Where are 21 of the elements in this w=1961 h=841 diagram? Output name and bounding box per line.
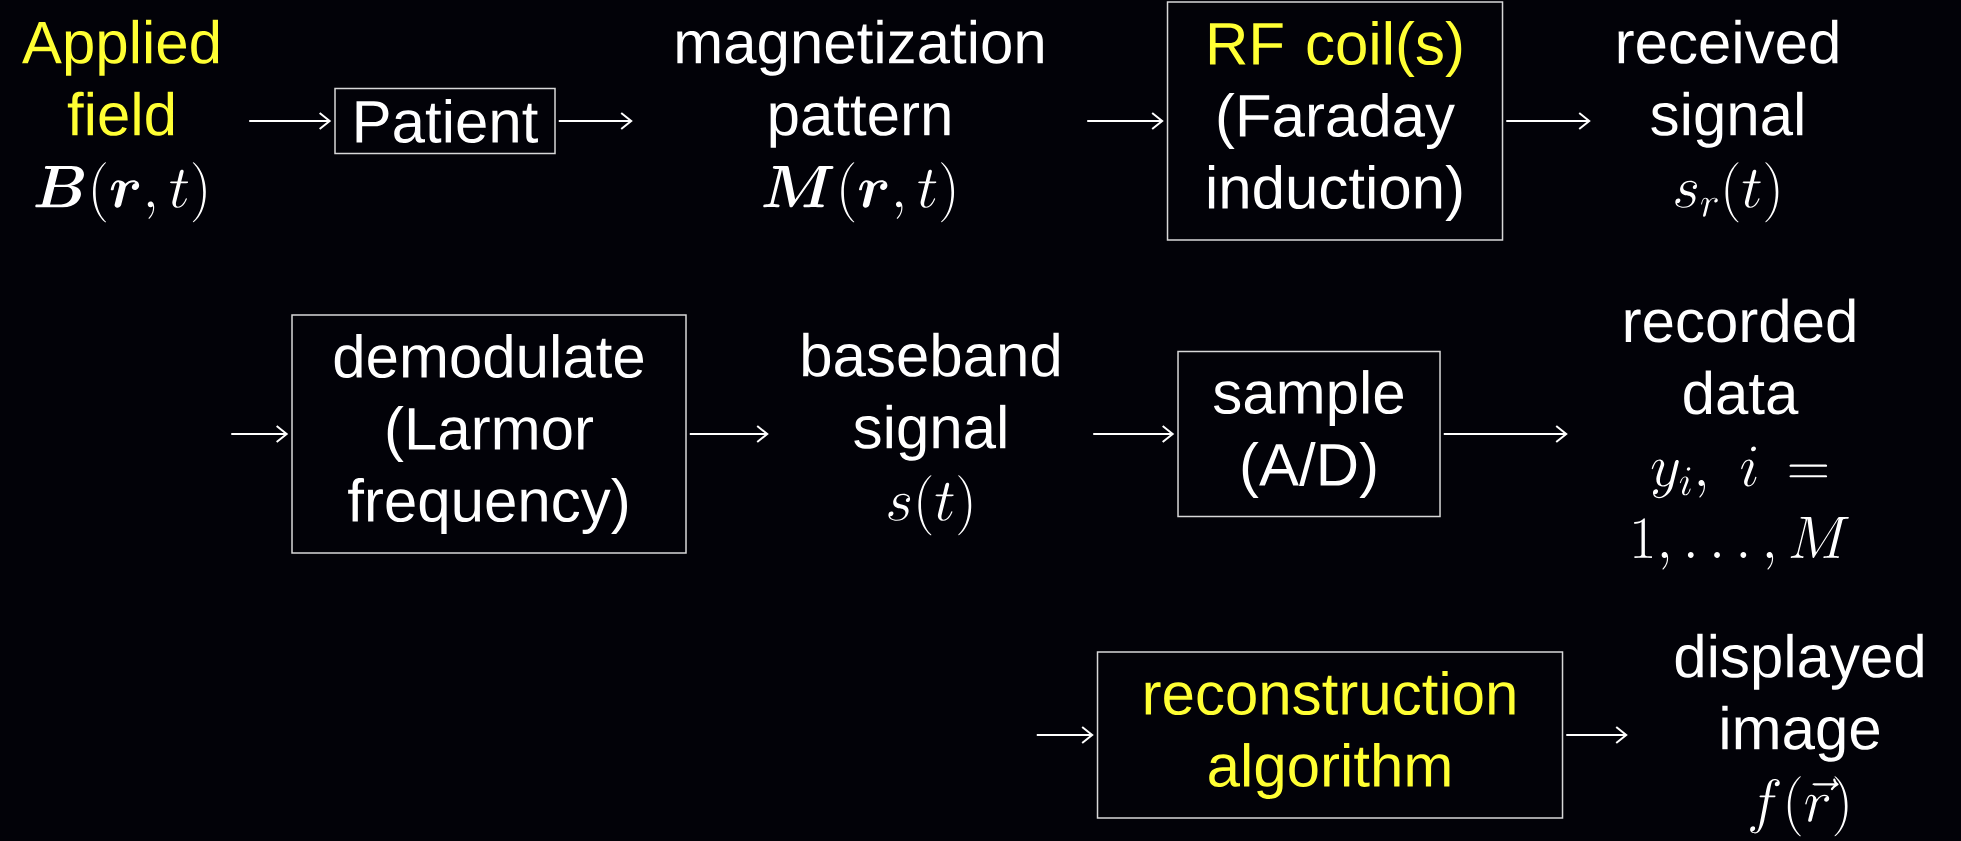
- stage-label: recorded data $y_i,\ i=1,\ldots,M$: [1625, 298, 1855, 570]
- arrow: [1086, 112, 1164, 130]
- process-box: demodulate (Larmor frequency): [291, 314, 687, 554]
- process-box: reconstruction algorithm: [1096, 651, 1564, 819]
- stage-label: received signal $s_r(t)$: [1618, 19, 1838, 223]
- arrow: [1565, 726, 1628, 744]
- stage-label: baseband signal $s(t)$: [803, 332, 1059, 536]
- process-box: RF coil(s) (Faraday induction): [1166, 1, 1504, 241]
- stage-label: Applied field $\bm{B}(\bm{r},t)$: [22, 19, 219, 223]
- process-box: Patient: [334, 87, 556, 155]
- arrow: [688, 425, 769, 443]
- stage-label: displayed image $f(\vec{r})$: [1675, 633, 1923, 837]
- arrow: [557, 112, 633, 130]
- arrow: [1092, 425, 1175, 443]
- arrow: [1442, 425, 1568, 443]
- stage-label: magnetization pattern $\bm{M}(\bm{r},t)$: [677, 19, 1043, 223]
- process-box: sample (A/D): [1177, 350, 1441, 518]
- arrow: [1035, 726, 1094, 744]
- arrow: [248, 112, 332, 130]
- arrow: [1505, 112, 1591, 130]
- arrow: [230, 425, 289, 443]
